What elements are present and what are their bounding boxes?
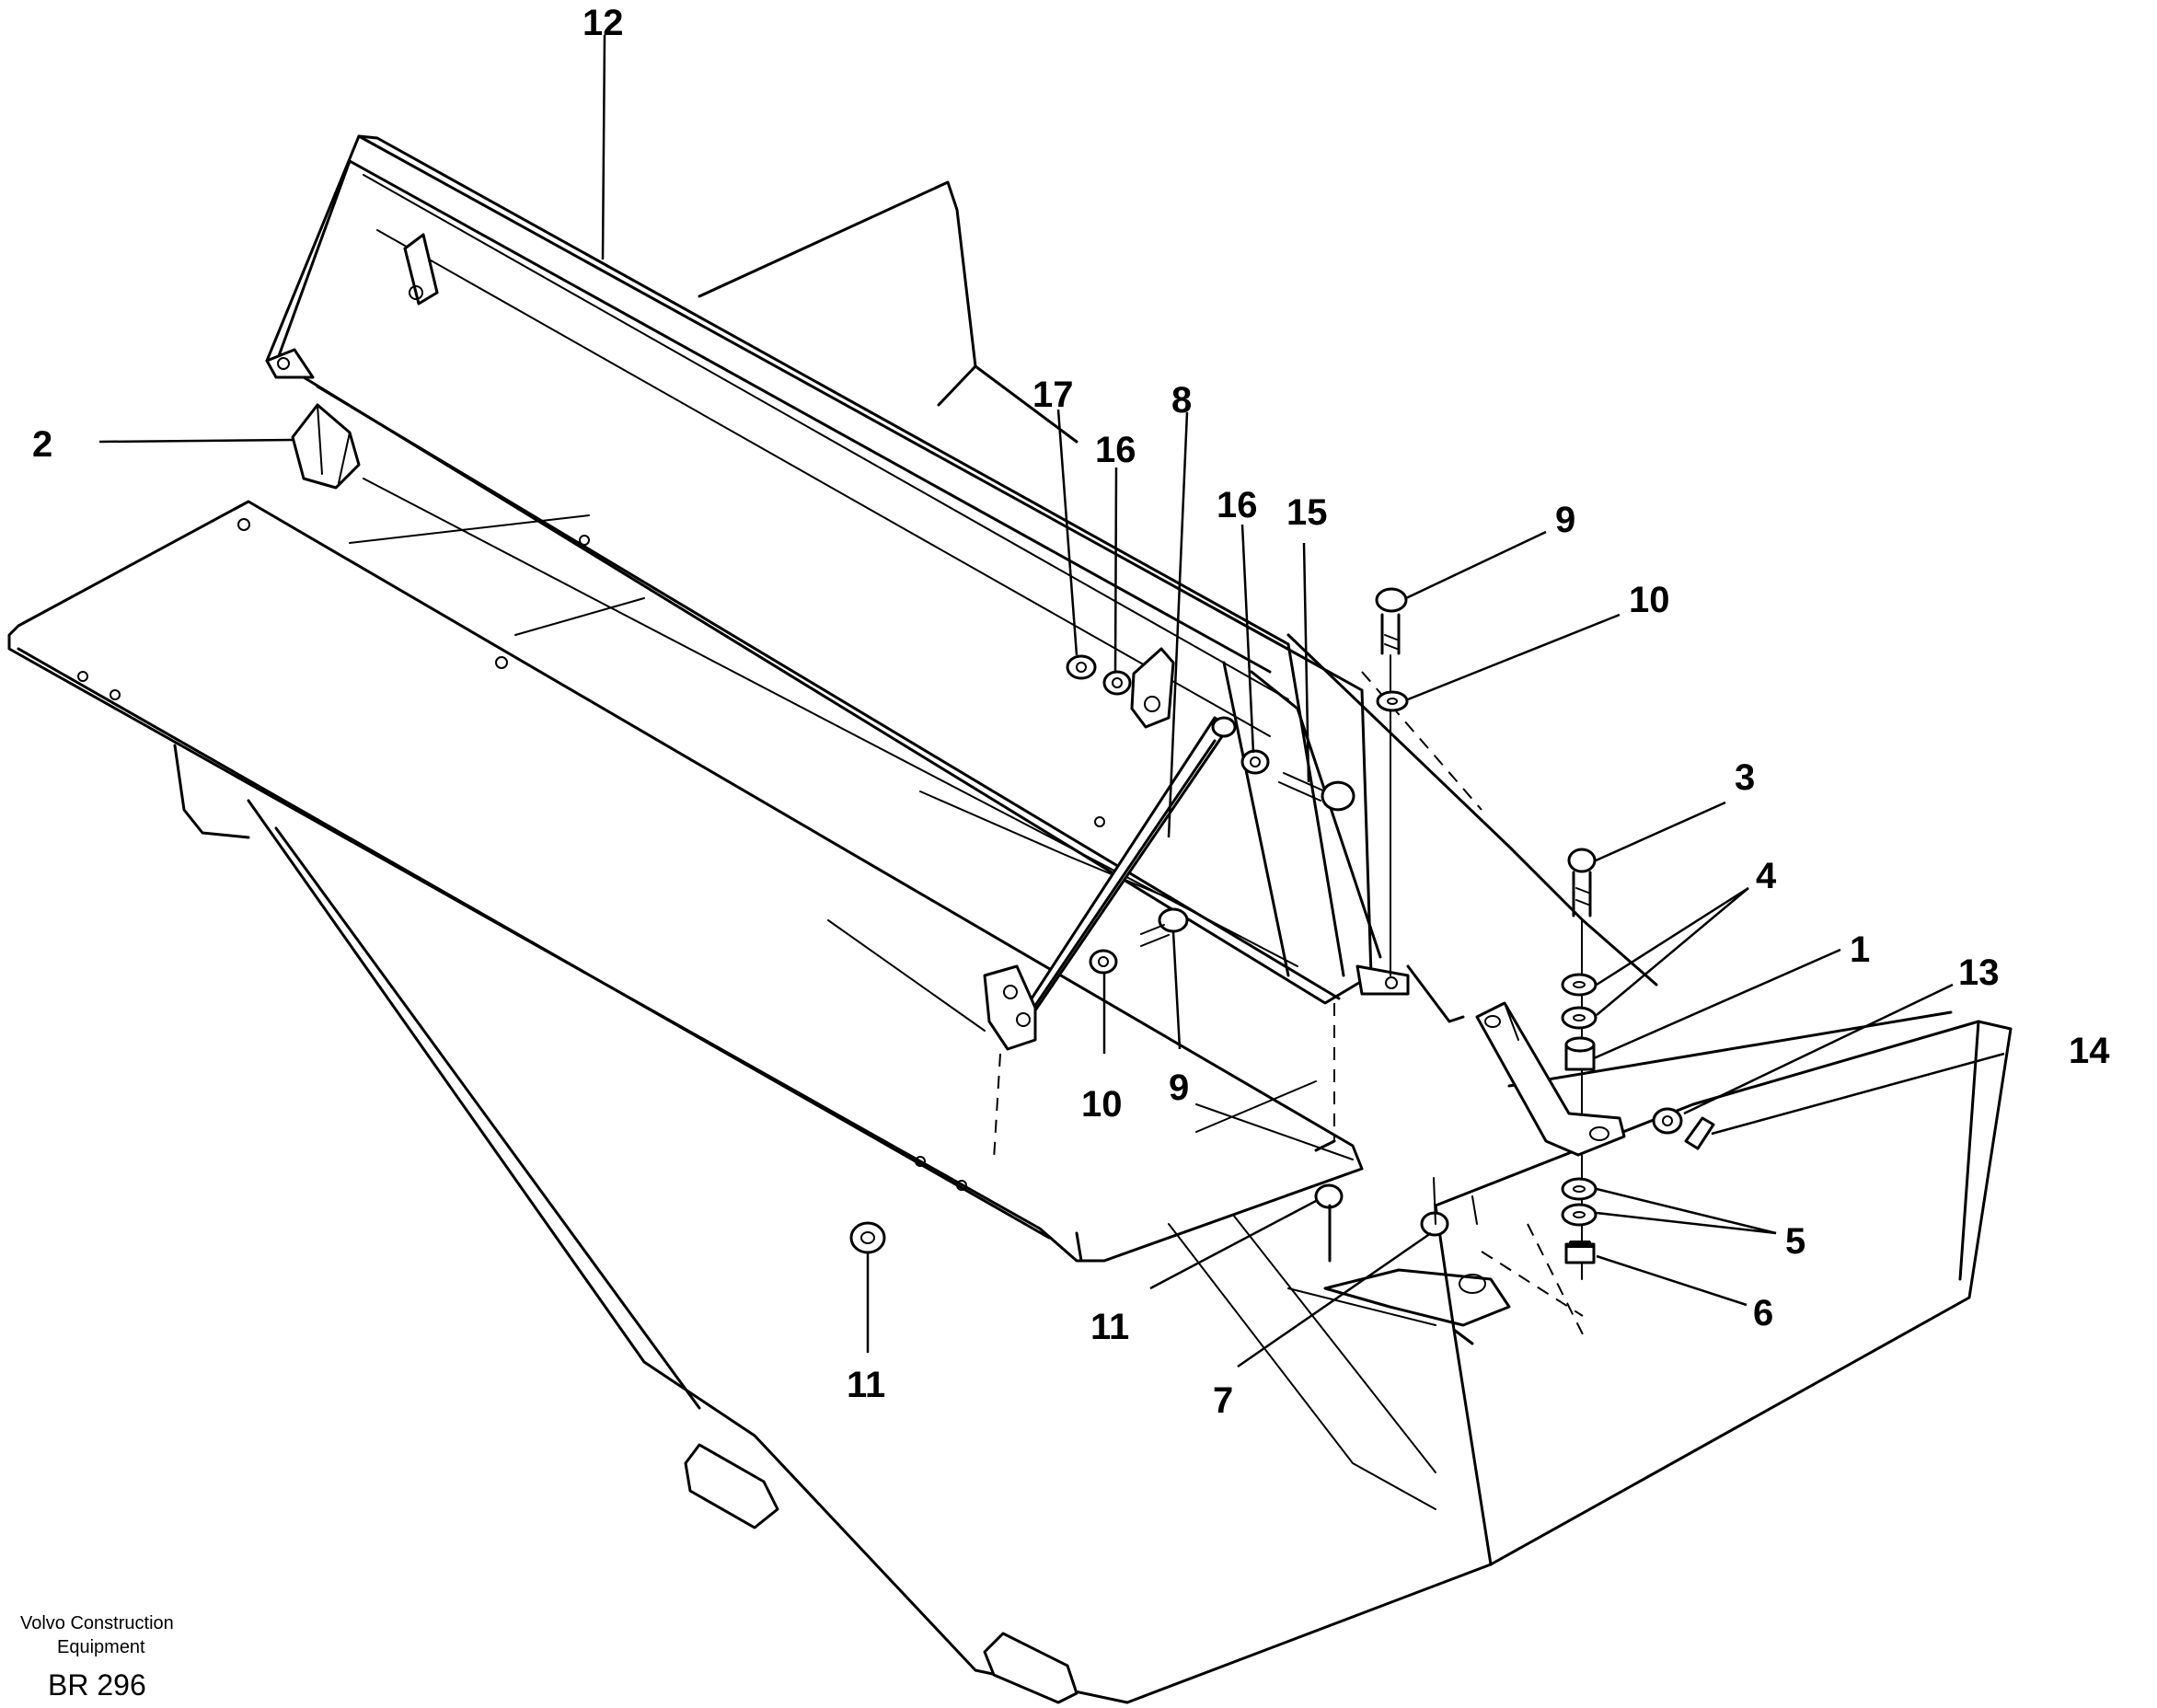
dump-body	[173, 180, 2013, 1704]
leader-lines	[98, 34, 2005, 1368]
hinge-bracket	[291, 403, 361, 490]
callout-16-a: 16	[1095, 430, 1136, 470]
callout-2: 2	[32, 424, 52, 465]
callout-10-top: 10	[1629, 580, 1670, 620]
callout-7: 7	[1213, 1380, 1233, 1421]
latch-assembly	[849, 848, 1715, 1335]
callout-9-top: 9	[1555, 500, 1575, 540]
callout-11-right: 11	[1090, 1307, 1129, 1347]
footer-company-line1: Volvo Construction	[20, 1613, 174, 1633]
callout-9-bottom: 9	[1169, 1068, 1189, 1108]
callout-17: 17	[1032, 375, 1074, 415]
callout-4: 4	[1756, 856, 1777, 896]
callout-labels: 12 2 17 16 8 16 15 9 10 3 4 1 13 14 10 9…	[32, 3, 2110, 1421]
tailgate	[265, 134, 1465, 1023]
upper-fasteners	[1066, 587, 1409, 976]
footer-company-line2: Equipment	[57, 1637, 145, 1657]
callout-10-bottom: 10	[1081, 1084, 1123, 1125]
callout-3: 3	[1735, 757, 1755, 798]
callout-12: 12	[583, 3, 624, 43]
callout-5: 5	[1785, 1221, 1805, 1262]
callout-16-b: 16	[1217, 485, 1258, 525]
callout-14: 14	[2069, 1031, 2110, 1071]
footer-drawing-code: BR 296	[48, 1668, 146, 1702]
callout-8: 8	[1171, 380, 1192, 421]
callout-13: 13	[1958, 952, 2000, 993]
stay-rod	[983, 716, 1237, 1160]
callout-11-left: 11	[847, 1365, 885, 1405]
callout-15: 15	[1286, 492, 1328, 533]
publisher-footer: Volvo Construction Equipment BR 296	[20, 1613, 174, 1702]
callout-6: 6	[1753, 1293, 1773, 1333]
front-side-rail	[7, 500, 1364, 1263]
callout-1: 1	[1850, 929, 1870, 970]
